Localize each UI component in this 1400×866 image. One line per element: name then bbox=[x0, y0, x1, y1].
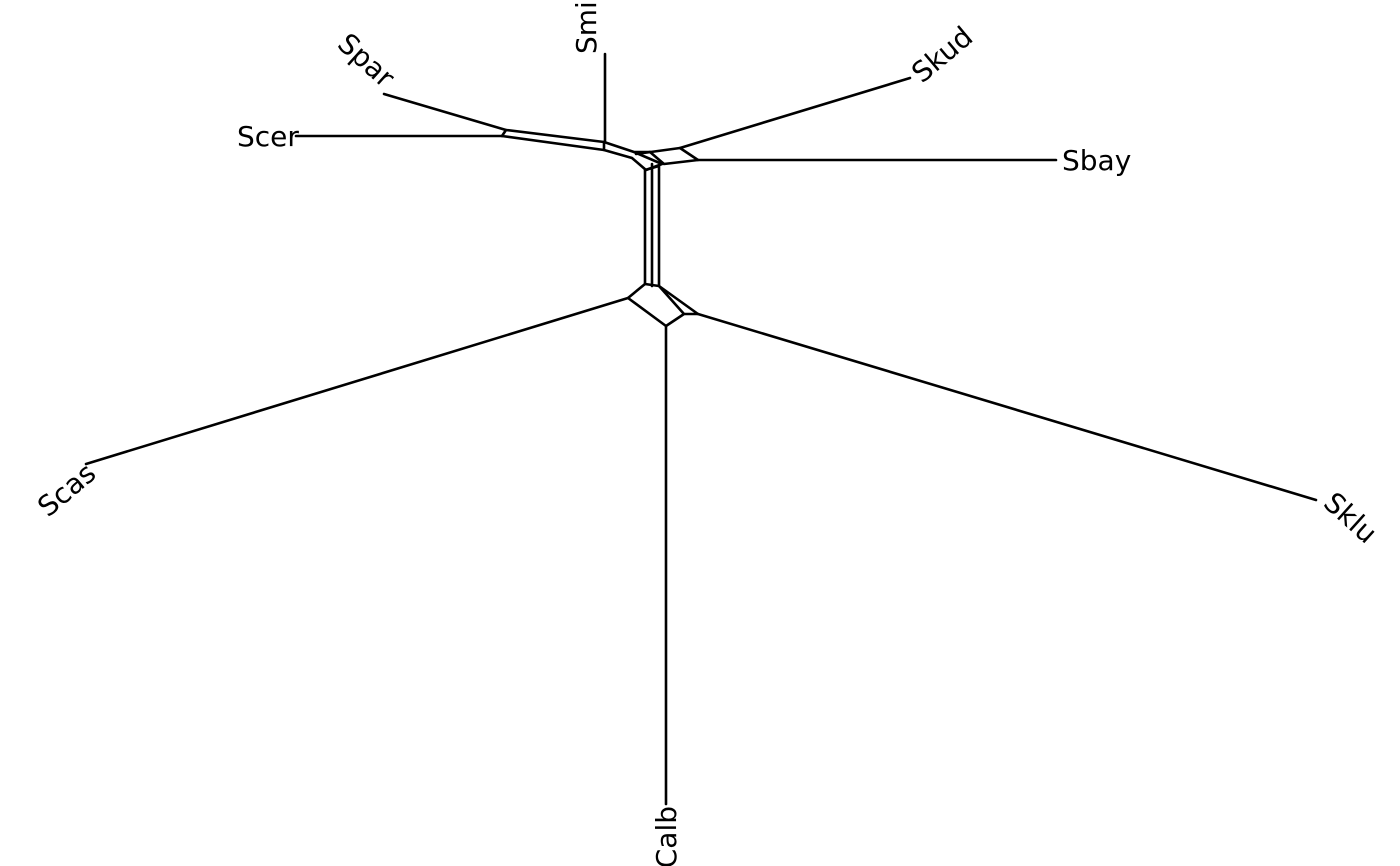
edge-sklu bbox=[696, 312, 1318, 502]
split-smik-box bbox=[602, 140, 664, 172]
taxon-labels: Scer Spar Smik Skud Sbay Scas Sklu Calb bbox=[31, 0, 1383, 866]
taxon-label-scas: Scas bbox=[31, 456, 102, 523]
split-lower-box bbox=[626, 282, 700, 328]
taxon-label-scer: Scer bbox=[237, 120, 299, 153]
taxon-label-sklu: Sklu bbox=[1317, 486, 1383, 550]
taxon-label-calb: Calb bbox=[650, 806, 683, 866]
edge-spar bbox=[382, 92, 508, 132]
taxon-label-smik: Smik bbox=[570, 0, 603, 54]
split-central bbox=[643, 162, 661, 288]
edge-skud bbox=[678, 76, 912, 150]
taxon-label-sbay: Sbay bbox=[1062, 144, 1131, 177]
split-scer-spar bbox=[500, 128, 606, 152]
taxon-label-skud: Skud bbox=[905, 20, 979, 89]
edge-scas bbox=[84, 296, 630, 466]
network-edges bbox=[84, 52, 1318, 806]
taxon-label-spar: Spar bbox=[331, 27, 401, 95]
